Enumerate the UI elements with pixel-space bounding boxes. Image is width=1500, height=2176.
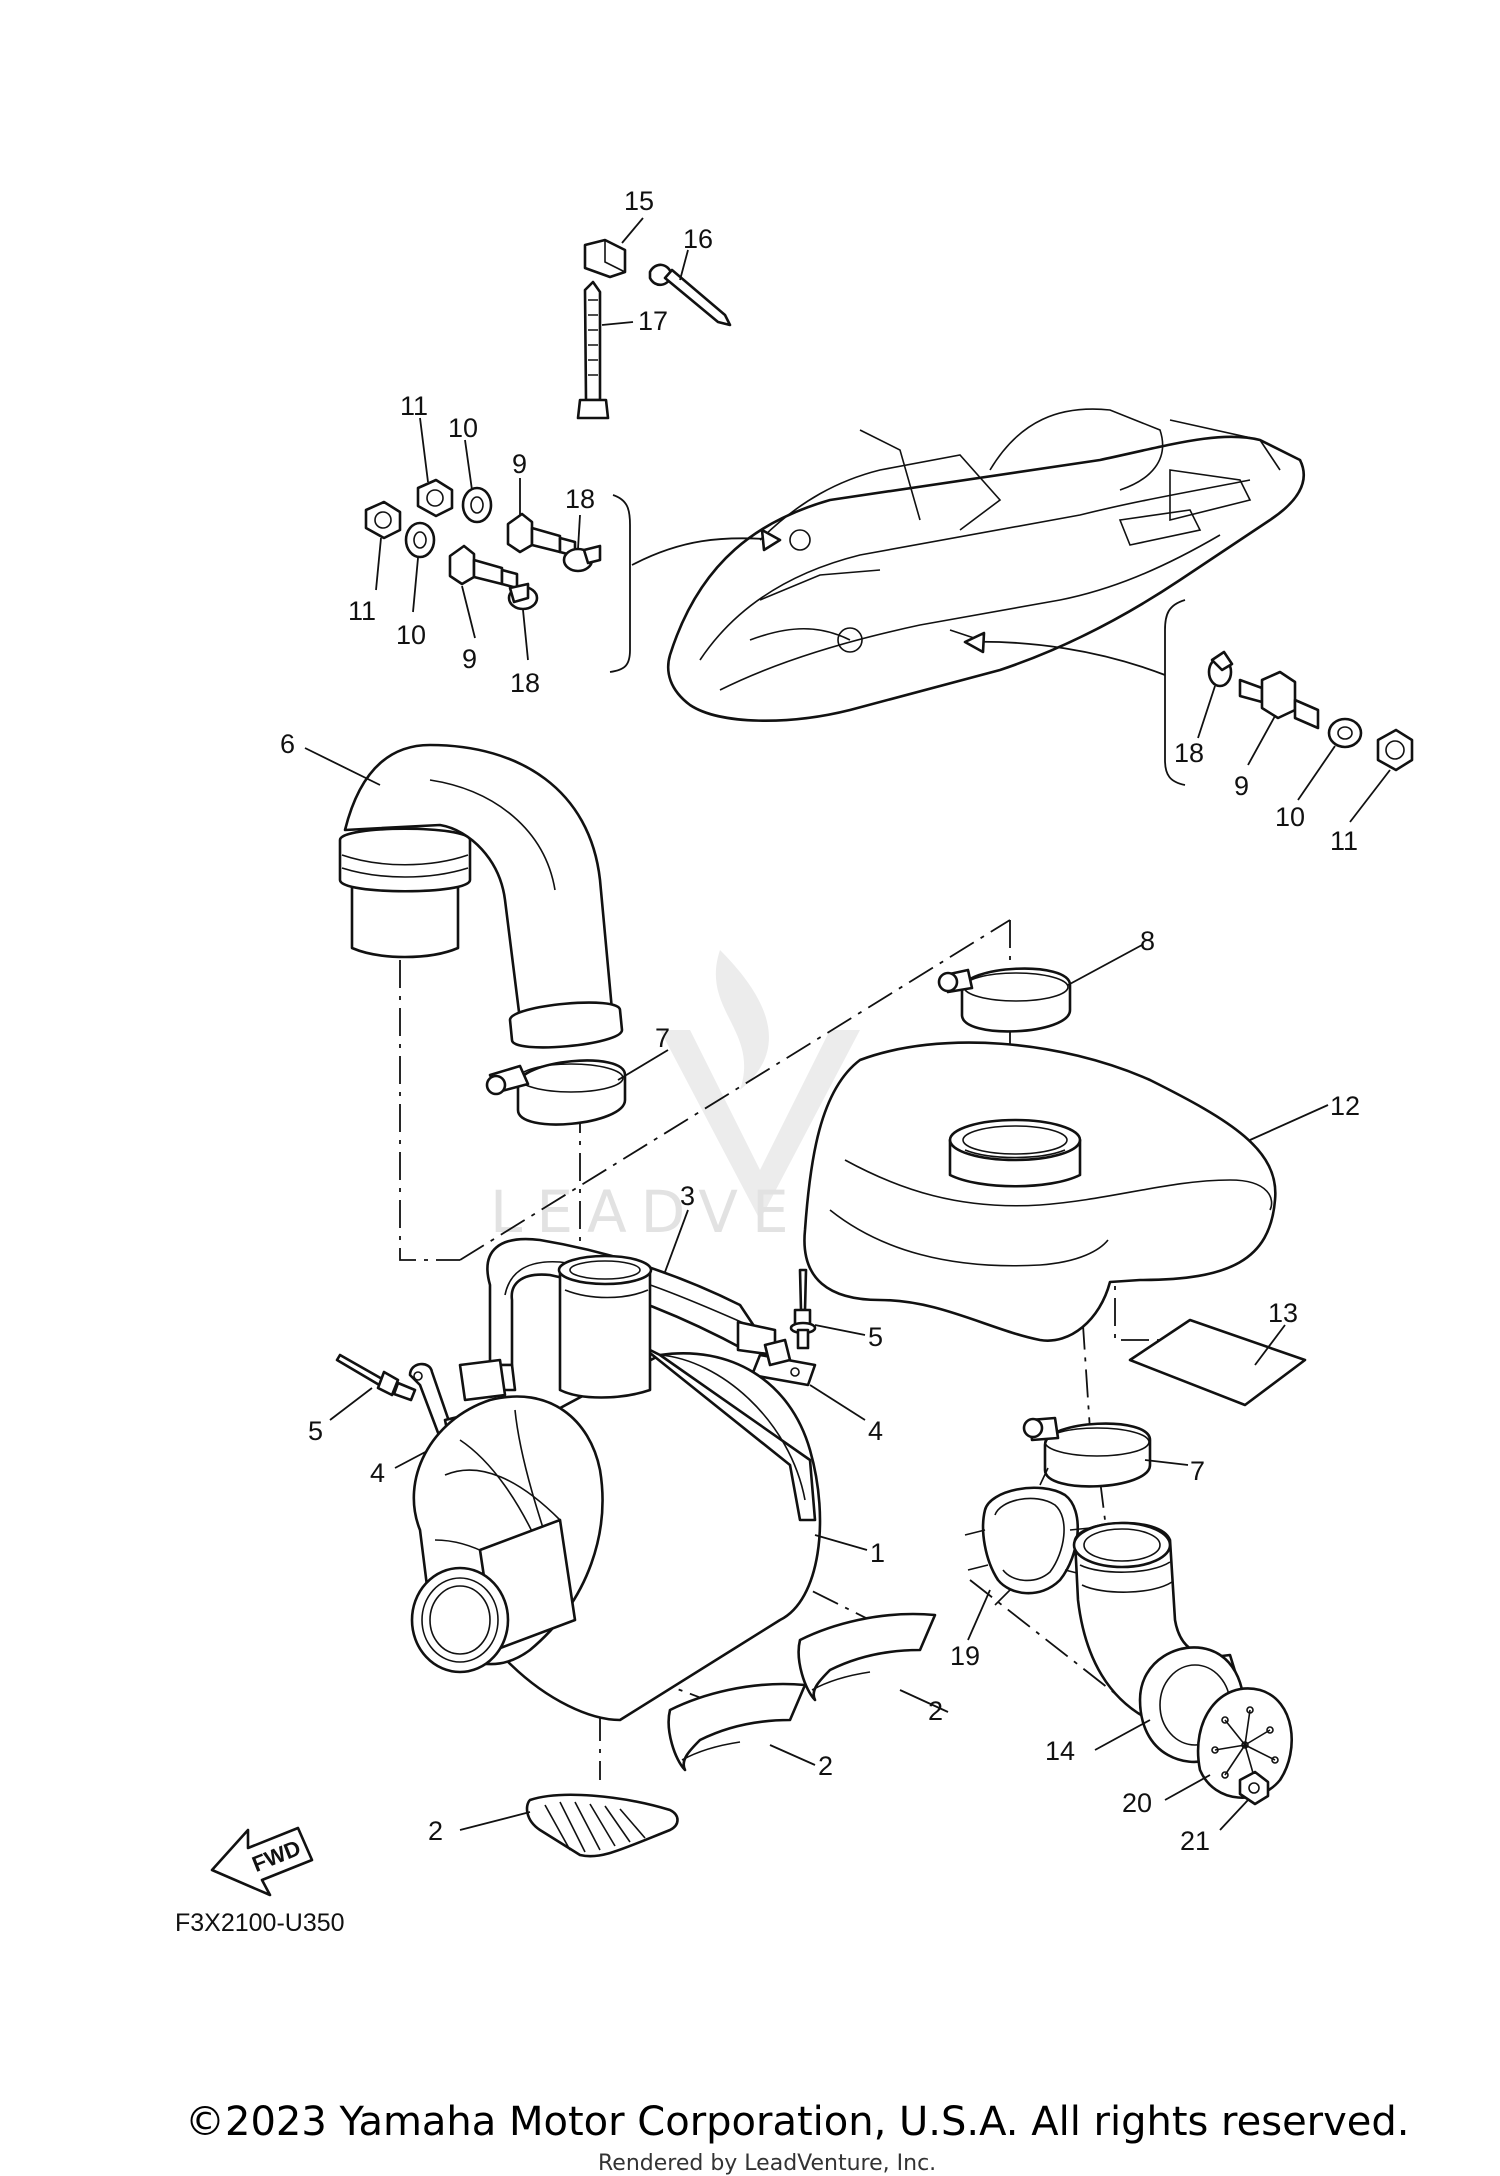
callout-4: 4 [868,1416,883,1446]
callout-20: 20 [1122,1788,1152,1818]
callout-15: 15 [624,186,654,216]
part-18-clamp-lower [507,582,539,611]
diagram-code: F3X2100-U350 [175,1909,345,1937]
part-20-plate [1196,1687,1293,1799]
part-11-nut-upper [416,478,454,518]
callout-9: 9 [512,449,527,479]
left-bracket [609,494,631,673]
callout-9: 9 [462,644,477,674]
part-10-washer-upper [461,486,493,524]
watercraft-outline [666,408,1306,722]
callout-18: 18 [565,484,595,514]
part-13-pad [1128,1318,1307,1407]
callout-5: 5 [308,1416,323,1446]
part-7-clamp-upper [485,1059,627,1126]
part-21-nut [1238,1770,1270,1806]
part-6-intake-duct [338,743,624,1049]
callout-10: 10 [396,620,426,650]
callout-18: 18 [510,668,540,698]
callout-13: 13 [1268,1298,1298,1328]
callout-2: 2 [818,1751,833,1781]
part-19-ring [964,1467,1091,1606]
callout-2: 2 [428,1816,443,1846]
callout-1: 1 [870,1538,885,1568]
part-18-clamp-right [1207,650,1234,688]
callout-11: 11 [1330,826,1358,856]
callout-3: 3 [680,1181,695,1211]
arrow-head [760,528,782,552]
callout-16: 16 [683,224,713,254]
callout-6: 6 [280,729,295,759]
part-11-nut-lower [364,500,402,540]
fwd-arrow-icon: FWD [210,1826,314,1897]
part-4-bracket-right [750,1338,817,1387]
copyright-notice: ©2023 Yamaha Motor Corporation, U.S.A. A… [185,2099,1410,2145]
right-bracket [1164,599,1186,786]
callout-19: 19 [950,1641,980,1671]
callout-11: 11 [348,596,376,626]
callout-17: 17 [638,306,668,336]
arrow-to-side-fitting [964,640,1166,676]
part-7-clamp-lower [1022,1416,1152,1488]
part-9-fitting-upper [506,512,577,558]
ref-line-6 [399,960,460,1261]
part-10-washer-lower [404,521,436,559]
part-5-rivet-left [335,1353,417,1402]
part-9-fitting-right [1238,670,1320,730]
callout-5: 5 [868,1322,883,1352]
part-8-clamp [937,967,1072,1033]
callout-7: 7 [1190,1456,1205,1486]
part-11-nut-right [1376,728,1414,772]
part-2-pad-bottom [525,1793,679,1858]
part-12-resonator-box [803,1041,1277,1342]
part-2-pad-right [797,1612,937,1702]
part-18-clamp-upper [562,544,602,573]
part-9-fitting-lower [448,544,519,590]
part-1-canister [410,1254,822,1722]
part-10-washer-right [1327,717,1363,749]
part-2-pad-middle [667,1682,807,1772]
callout-10: 10 [448,413,478,443]
arrow-head [963,631,986,654]
callout-7: 7 [655,1023,670,1053]
part-5-rivet-right [789,1268,817,1350]
callout-14: 14 [1045,1736,1075,1766]
part-15-clip [583,238,627,279]
ref-line-2b [599,1659,761,1721]
callout-9: 9 [1234,771,1249,801]
callout-21: 21 [1180,1826,1210,1856]
callout-18: 18 [1174,738,1204,768]
part-16-pin [648,263,732,327]
arrow-to-front-fittings [631,537,781,566]
rendered-by: Rendered by LeadVenture, Inc. [598,2151,936,2176]
callout-2: 2 [928,1696,943,1726]
callout-8: 8 [1140,926,1155,956]
callout-11: 11 [400,391,428,421]
ref-line-diag [459,919,1011,1261]
callout-10: 10 [1275,802,1305,832]
callout-labels: 15 16 17 11 10 9 18 11 10 9 18 18 9 10 1… [280,186,1360,1856]
callout-12: 12 [1330,1091,1360,1121]
part-17-cable-tie [576,280,610,420]
callout-4: 4 [370,1458,385,1488]
